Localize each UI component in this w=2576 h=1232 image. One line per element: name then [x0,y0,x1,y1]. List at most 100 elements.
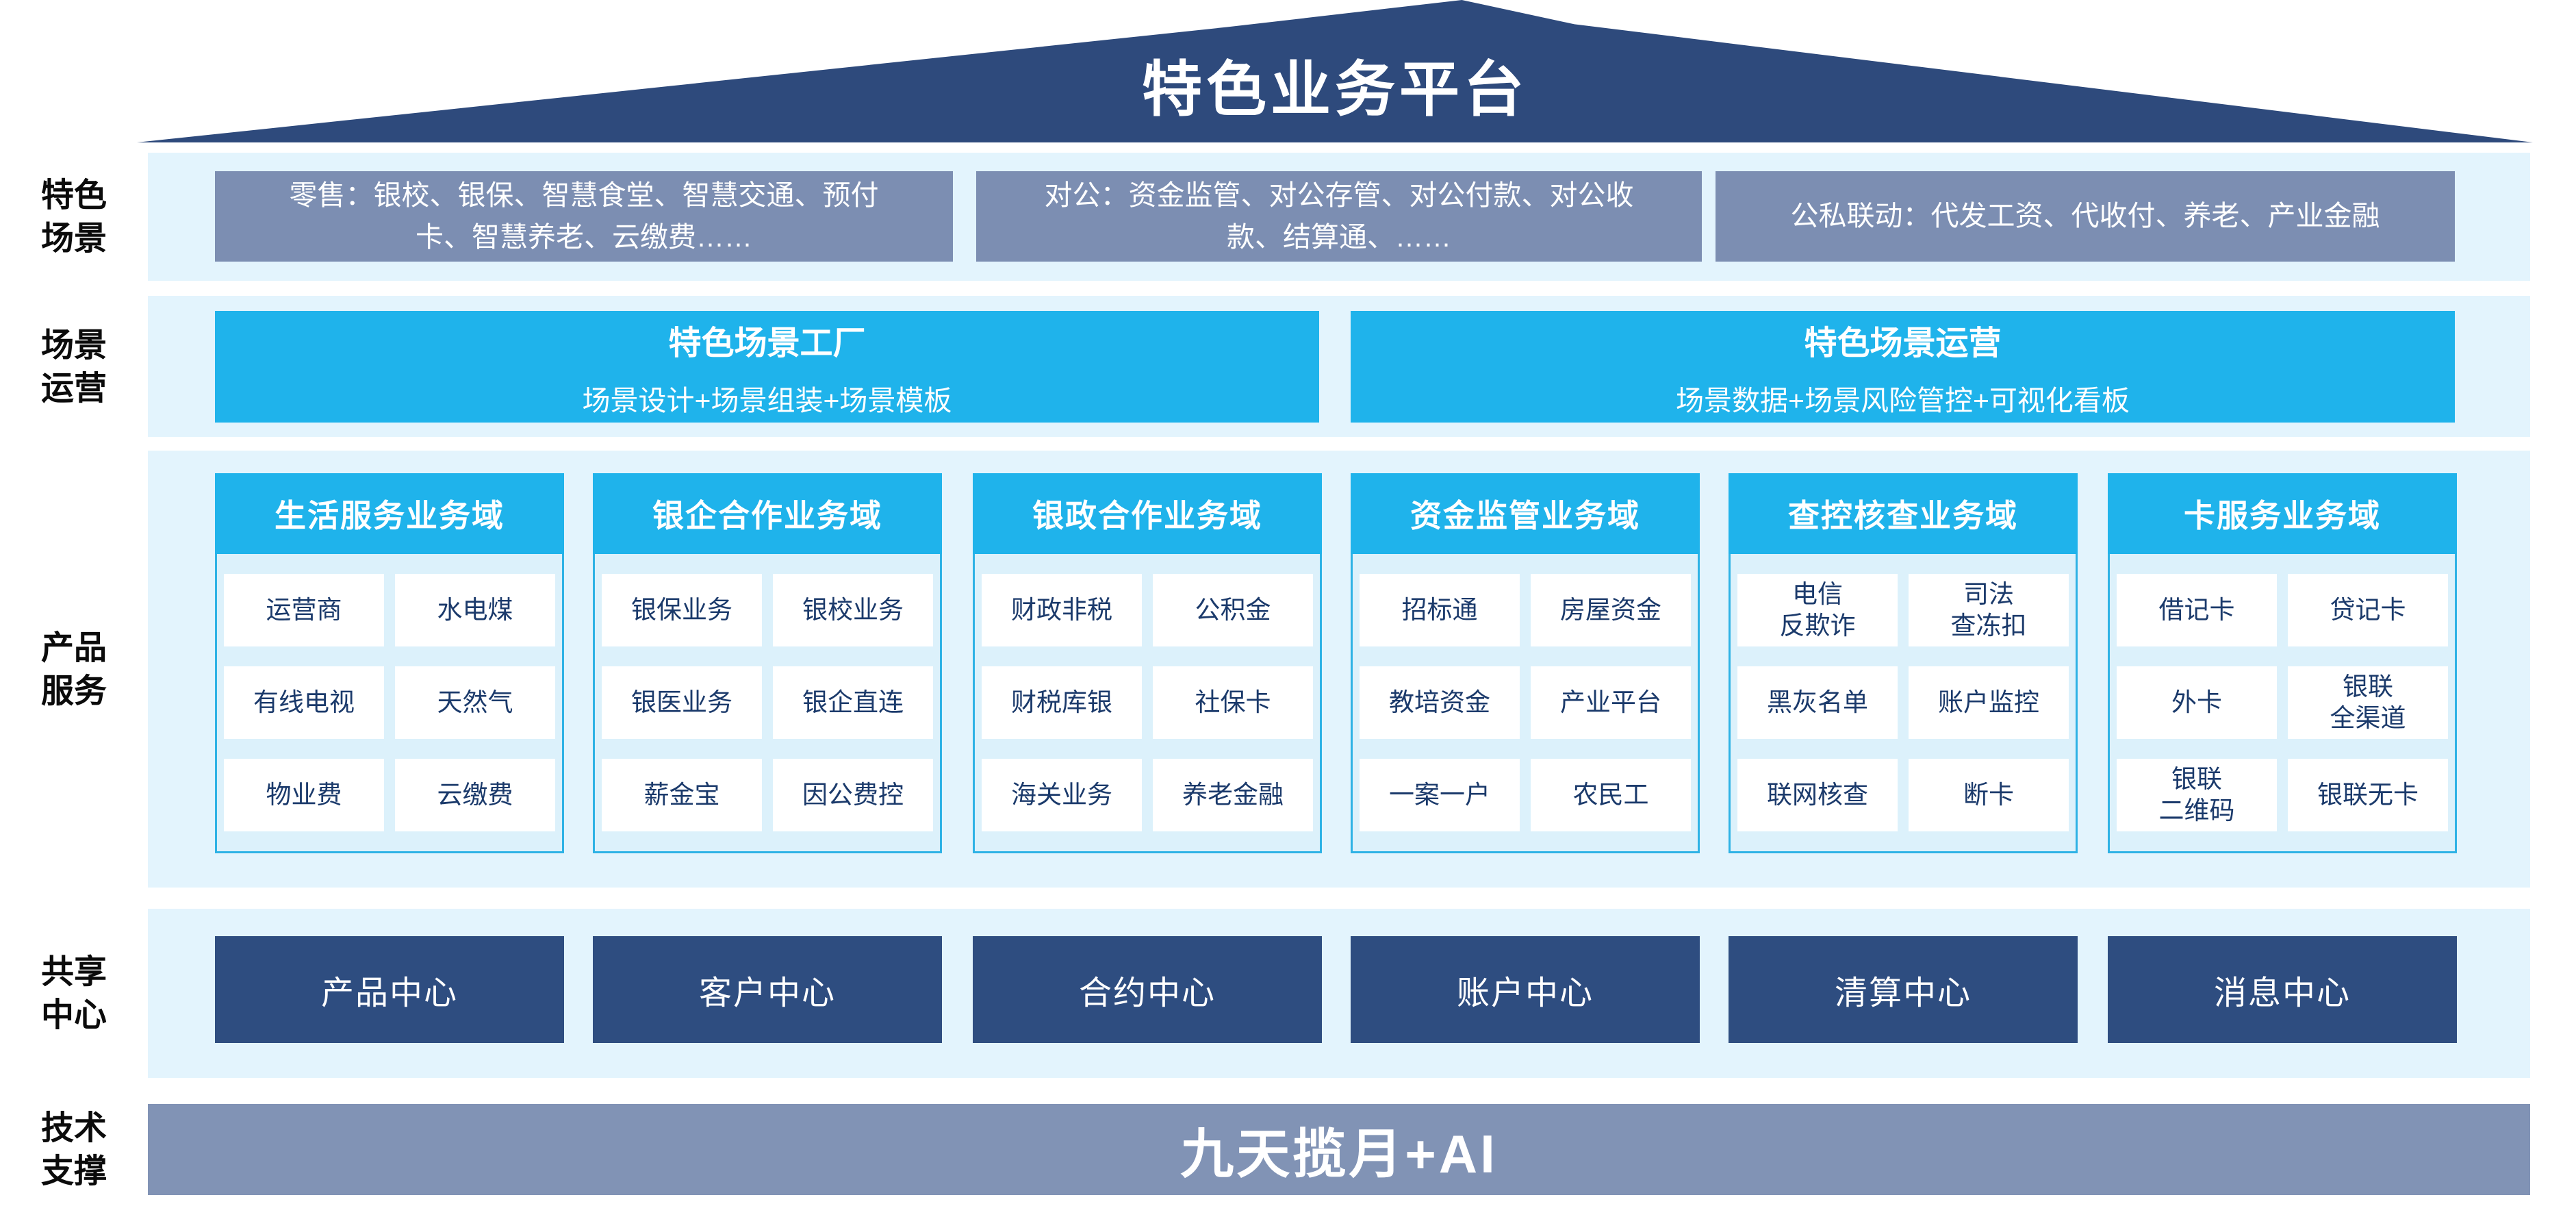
operation-box-subtitle: 场景设计+场景组装+场景模板 [582,384,952,416]
cell-row: 财税库银 社保卡 [982,666,1313,739]
domain-bank-enterprise: 银企合作业务域 银保业务 银校业务 银医业务 银企直连 薪金宝 因公费控 [593,473,942,853]
center-box-message: 消息中心 [2108,936,2457,1043]
scene-box-corporate: 对公：资金监管、对公存管、对公付款、对公收 款、结算通、…… [976,171,1702,262]
domain-cell: 海关业务 [982,759,1142,831]
domain-cell: 银联 全渠道 [2288,666,2448,739]
domain-cell: 电信 反欺诈 [1737,574,1898,646]
domain-cell: 农民工 [1531,759,1691,831]
domain-cell: 银保业务 [602,574,762,646]
domain-body: 银保业务 银校业务 银医业务 银企直连 薪金宝 因公费控 [593,554,942,853]
cell-row: 教培资金 产业平台 [1360,666,1691,739]
domain-header: 银政合作业务域 [973,473,1322,554]
domain-fund-supervision: 资金监管业务域 招标通 房屋资金 教培资金 产业平台 一案一户 农民工 [1351,473,1700,853]
cell-row: 黑灰名单 账户监控 [1737,666,2069,739]
operation-box-factory: 特色场景工厂 场景设计+场景组装+场景模板 [215,311,1319,423]
cell-row: 联网核查 断卡 [1737,759,2069,831]
domain-cell: 招标通 [1360,574,1520,646]
domain-cell: 一案一户 [1360,759,1520,831]
cell-row: 物业费 云缴费 [224,759,555,831]
cell-row: 借记卡 贷记卡 [2117,574,2448,646]
domain-cell: 教培资金 [1360,666,1520,739]
domain-cell: 物业费 [224,759,384,831]
domain-cell: 运营商 [224,574,384,646]
cell-row: 薪金宝 因公费控 [602,759,933,831]
side-label-centers: 共享 中心 [40,954,107,1034]
domain-cell: 借记卡 [2117,574,2277,646]
cell-row: 运营商 水电煤 [224,574,555,646]
band-centers: 产品中心 客户中心 合约中心 账户中心 清算中心 消息中心 [148,909,2530,1078]
side-label-tech: 技术 支撑 [40,1110,107,1190]
domain-life-services: 生活服务业务域 运营商 水电煤 有线电视 天然气 物业费 云缴费 [215,473,564,853]
domain-cell: 社保卡 [1153,666,1313,739]
domain-cell: 因公费控 [773,759,933,831]
domain-cell: 联网核查 [1737,759,1898,831]
domain-cell: 云缴费 [395,759,555,831]
domain-cell: 银联无卡 [2288,759,2448,831]
cell-row: 银医业务 银企直连 [602,666,933,739]
domain-body: 运营商 水电煤 有线电视 天然气 物业费 云缴费 [215,554,564,853]
scene-box-retail: 零售：银校、银保、智慧食堂、智慧交通、预付 卡、智慧养老、云缴费…… [215,171,953,262]
domain-cell: 银联 二维码 [2117,759,2277,831]
domain-cell: 黑灰名单 [1737,666,1898,739]
domain-cell: 养老金融 [1153,759,1313,831]
domain-cell: 产业平台 [1531,666,1691,739]
tech-support-bar: 九天揽月+AI [148,1104,2530,1195]
domain-cell: 断卡 [1909,759,2069,831]
domain-cell: 外卡 [2117,666,2277,739]
domain-cell: 司法 查冻扣 [1909,574,2069,646]
operation-box-title: 特色场景工厂 [668,325,866,362]
domain-cell: 天然气 [395,666,555,739]
tech-bar-text: 九天揽月+AI [1180,1123,1498,1184]
domain-cell: 薪金宝 [602,759,762,831]
domain-header: 生活服务业务域 [215,473,564,554]
domain-header: 资金监管业务域 [1351,473,1700,554]
domain-cell: 房屋资金 [1531,574,1691,646]
domain-body: 财政非税 公积金 财税库银 社保卡 海关业务 养老金融 [973,554,1322,853]
domain-body: 电信 反欺诈 司法 查冻扣 黑灰名单 账户监控 联网核查 断卡 [1729,554,2078,853]
domain-cell: 银医业务 [602,666,762,739]
domain-cell: 贷记卡 [2288,574,2448,646]
domain-cell: 财税库银 [982,666,1142,739]
domain-cell: 银校业务 [773,574,933,646]
cell-row: 银保业务 银校业务 [602,574,933,646]
cell-row: 海关业务 养老金融 [982,759,1313,831]
cell-row: 财政非税 公积金 [982,574,1313,646]
cell-row: 外卡 银联 全渠道 [2117,666,2448,739]
cell-row: 一案一户 农民工 [1360,759,1691,831]
operation-box-ops: 特色场景运营 场景数据+场景风险管控+可视化看板 [1351,311,2455,423]
cell-row: 银联 二维码 银联无卡 [2117,759,2448,831]
domain-body: 借记卡 贷记卡 外卡 银联 全渠道 银联 二维码 银联无卡 [2108,554,2457,853]
cell-row: 有线电视 天然气 [224,666,555,739]
center-box-clearing: 清算中心 [1729,936,2078,1043]
domain-cell: 水电煤 [395,574,555,646]
side-label-products: 产品 服务 [40,630,107,710]
domain-card-services: 卡服务业务域 借记卡 贷记卡 外卡 银联 全渠道 银联 二维码 银联无卡 [2108,473,2457,853]
domain-bank-government: 银政合作业务域 财政非税 公积金 财税库银 社保卡 海关业务 养老金融 [973,473,1322,853]
roof-banner: 特色业务平台 [137,0,2533,142]
domain-cell: 账户监控 [1909,666,2069,739]
band-scenes: 零售：银校、银保、智慧食堂、智慧交通、预付 卡、智慧养老、云缴费…… 对公：资金… [148,153,2530,281]
domain-cell: 财政非税 [982,574,1142,646]
side-label-operation: 场景 运营 [40,327,107,407]
center-box-product: 产品中心 [215,936,564,1043]
center-box-account: 账户中心 [1351,936,1700,1043]
band-operation: 特色场景工厂 场景设计+场景组装+场景模板 特色场景运营 场景数据+场景风险管控… [148,296,2530,437]
domain-cell: 有线电视 [224,666,384,739]
domain-body: 招标通 房屋资金 教培资金 产业平台 一案一户 农民工 [1351,554,1700,853]
domain-inquiry-control: 查控核查业务域 电信 反欺诈 司法 查冻扣 黑灰名单 账户监控 联网核查 断卡 [1729,473,2078,853]
operation-box-subtitle: 场景数据+场景风险管控+可视化看板 [1676,384,2130,416]
scene-box-public-private: 公私联动：代发工资、代收付、养老、产业金融 [1716,171,2455,262]
domain-header: 卡服务业务域 [2108,473,2457,554]
operation-box-title: 特色场景运营 [1804,325,2002,362]
page-title: 特色业务平台 [1141,55,1528,123]
band-products: 生活服务业务域 运营商 水电煤 有线电视 天然气 物业费 云缴费 银企合作业务域 [148,451,2530,888]
domain-cell: 银企直连 [773,666,933,739]
center-box-customer: 客户中心 [593,936,942,1043]
domain-header: 查控核查业务域 [1729,473,2078,554]
cell-row: 电信 反欺诈 司法 查冻扣 [1737,574,2069,646]
cell-row: 招标通 房屋资金 [1360,574,1691,646]
side-label-scenes: 特色 场景 [40,177,107,257]
domain-header: 银企合作业务域 [593,473,942,554]
domain-cell: 公积金 [1153,574,1313,646]
